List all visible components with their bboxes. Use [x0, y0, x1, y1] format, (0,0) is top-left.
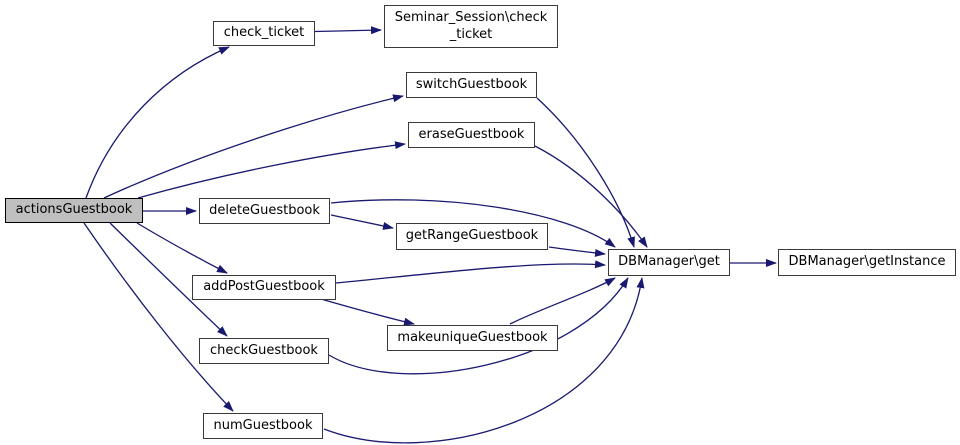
node-checkGuestbook[interactable]: checkGuestbook: [199, 338, 329, 364]
node-dbmanager-getinstance[interactable]: DBManager\getInstance: [778, 249, 956, 276]
edge-switchGuestbook-to-DBManager-get: [536, 97, 635, 248]
node-dbmanager-get[interactable]: DBManager\get: [608, 249, 730, 276]
edge-actionsGuestbook-to-eraseGuestbook: [137, 141, 406, 199]
node-check-ticket[interactable]: check_ticket: [213, 21, 315, 46]
edge-eraseGuestbook-to-DBManager-get: [534, 145, 648, 248]
edge-deleteGuestbook-to-getRangeGuestbook: [330, 214, 394, 230]
node-deleteGuestbook[interactable]: deleteGuestbook: [199, 198, 330, 224]
node-makeuniqueGuestbook[interactable]: makeuniqueGuestbook: [387, 325, 558, 351]
node-addPostGuestbook[interactable]: addPostGuestbook: [192, 275, 336, 300]
node-eraseGuestbook[interactable]: eraseGuestbook: [408, 122, 535, 148]
edge-actionsGuestbook-to-switchGuestbook: [103, 94, 404, 199]
edge-check_ticket-to-seminar_check_ticket: [314, 26, 382, 35]
node-actionsGuestbook: actionsGuestbook: [5, 198, 143, 223]
edge-checkGuestbook-to-DBManager-get: [328, 277, 629, 375]
edge-actionsGuestbook-to-check_ticket: [85, 46, 230, 199]
edge-actionsGuestbook-to-checkGuestbook: [109, 222, 228, 337]
edge-makeuniqueGuestbook-to-DBManager-get: [509, 277, 616, 325]
edge-addPostGuestbook-to-DBManager-get: [335, 260, 606, 284]
edge-deleteGuestbook-to-DBManager-get: [330, 199, 616, 248]
node-numGuestbook[interactable]: numGuestbook: [203, 413, 323, 439]
edge-actionsGuestbook-to-numGuestbook: [83, 222, 234, 412]
edge-addPostGuestbook-to-makeuniqueGuestbook: [320, 298, 415, 326]
node-getRangeGuestbook[interactable]: getRangeGuestbook: [396, 223, 548, 250]
edge-actionsGuestbook-to-addPostGuestbook: [136, 222, 228, 274]
node-switchGuestbook[interactable]: switchGuestbook: [406, 72, 537, 98]
edge-numGuestbook-to-DBManager-get: [323, 277, 645, 444]
node-seminar-session-check-ticket[interactable]: Seminar_Session\check _ticket: [384, 5, 558, 48]
edge-getRangeGuestbook-to-DBManager-get: [548, 246, 606, 257]
